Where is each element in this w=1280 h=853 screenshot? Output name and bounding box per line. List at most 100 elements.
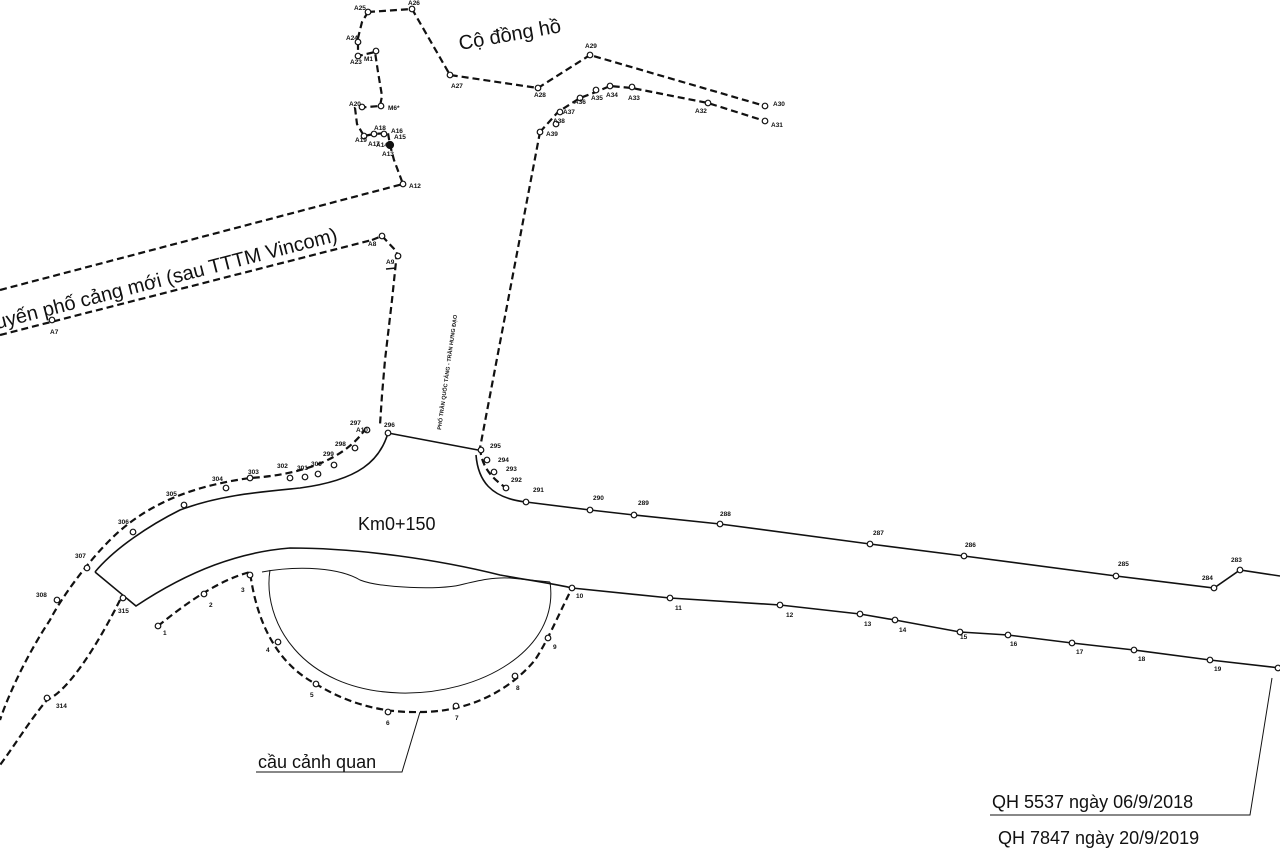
point-label: A34 bbox=[606, 92, 618, 99]
point-marker bbox=[576, 94, 584, 102]
point-marker bbox=[363, 426, 371, 434]
point-label: A28 bbox=[534, 92, 546, 99]
point-marker bbox=[380, 130, 388, 138]
point-label: 5 bbox=[310, 692, 314, 699]
point-label: 295 bbox=[490, 443, 501, 450]
point-label: 10 bbox=[576, 593, 584, 600]
boundary-east-road-edge bbox=[478, 131, 542, 449]
point-marker bbox=[1068, 639, 1076, 647]
point-marker bbox=[761, 102, 769, 110]
point-label: 300 bbox=[311, 461, 322, 468]
point-label: 301 bbox=[297, 465, 308, 472]
point-marker bbox=[222, 484, 230, 492]
point-marker bbox=[522, 498, 530, 506]
road-south-edge bbox=[571, 587, 1280, 669]
point-label: A13 bbox=[382, 151, 394, 158]
point-marker bbox=[606, 82, 614, 90]
boundary-co-dong-ho bbox=[367, 7, 766, 108]
point-marker bbox=[502, 484, 510, 492]
point-marker bbox=[129, 528, 137, 536]
point-marker bbox=[364, 8, 372, 16]
boundary-a25-a12 bbox=[353, 11, 405, 185]
point-marker bbox=[301, 473, 309, 481]
point-marker bbox=[312, 680, 320, 688]
point-marker bbox=[856, 610, 864, 618]
point-marker bbox=[48, 316, 56, 324]
point-label: 287 bbox=[873, 530, 884, 537]
point-marker bbox=[1236, 566, 1244, 574]
road-outline-crossing bbox=[387, 432, 479, 451]
point-label: 289 bbox=[638, 500, 649, 507]
point-label: 1 bbox=[163, 630, 167, 637]
point-label: 284 bbox=[1202, 575, 1213, 582]
point-marker bbox=[1206, 656, 1214, 664]
bridge-thin-top bbox=[261, 567, 551, 589]
point-label: 17 bbox=[1076, 649, 1084, 656]
label-co-dong-ho: Cộ đồng hồ bbox=[457, 15, 563, 55]
point-label: 315 bbox=[118, 608, 129, 615]
point-label: A35 bbox=[591, 95, 603, 102]
label-street-name: PHỐ TRẦN QUỐC TẢNG - TRẦN HƯNG ĐẠO bbox=[436, 314, 459, 431]
boundary-west-outer bbox=[0, 427, 367, 721]
point-labels: A25 A26 A24 A23 M1 A20 M6* A19 A18 A16 A… bbox=[36, 0, 1242, 727]
point-marker bbox=[377, 102, 385, 110]
point-label: A9 bbox=[386, 259, 395, 266]
point-marker bbox=[490, 468, 498, 476]
boundary-bridge-arc bbox=[157, 570, 573, 714]
point-marker bbox=[592, 86, 600, 94]
point-marker bbox=[372, 47, 380, 55]
point-label: 288 bbox=[720, 511, 731, 518]
point-label: 302 bbox=[277, 463, 288, 470]
point-label: A27 bbox=[451, 83, 463, 90]
qh-leader bbox=[990, 677, 1273, 816]
label-bridge: cầu cảnh quan bbox=[258, 752, 376, 772]
point-label: 292 bbox=[511, 477, 522, 484]
point-marker bbox=[891, 616, 899, 624]
point-marker bbox=[586, 506, 594, 514]
point-marker bbox=[761, 117, 769, 125]
point-label: 16 bbox=[1010, 641, 1018, 648]
point-marker bbox=[446, 71, 454, 79]
point-label: 11 bbox=[675, 605, 682, 612]
point-marker bbox=[354, 52, 362, 60]
point-label: 299 bbox=[323, 451, 334, 458]
point-label: 7 bbox=[455, 715, 459, 722]
point-marker bbox=[511, 672, 519, 680]
point-label: 286 bbox=[965, 542, 976, 549]
point-marker bbox=[314, 470, 322, 478]
point-marker bbox=[354, 38, 362, 46]
point-label: 19 bbox=[1214, 666, 1222, 673]
point-marker bbox=[384, 429, 392, 437]
road-north-edge bbox=[525, 501, 1280, 589]
point-label: 3 bbox=[241, 587, 245, 594]
point-label: A36 bbox=[574, 99, 586, 106]
point-marker bbox=[385, 140, 395, 150]
point-marker bbox=[568, 584, 576, 592]
boundary-west-inner bbox=[0, 599, 121, 766]
point-label: 12 bbox=[786, 612, 794, 619]
point-marker bbox=[43, 694, 51, 702]
point-marker bbox=[1112, 572, 1120, 580]
point-label: 314 bbox=[56, 703, 67, 710]
point-label: 4 bbox=[266, 647, 270, 654]
point-label: A37 bbox=[563, 109, 575, 116]
road-outline-east-curve bbox=[475, 454, 527, 503]
point-marker bbox=[534, 84, 542, 92]
point-marker bbox=[394, 252, 402, 260]
bridge-leader bbox=[256, 711, 421, 773]
point-marker bbox=[246, 571, 254, 579]
point-marker bbox=[1210, 584, 1218, 592]
boundary-a8-a10 bbox=[371, 234, 399, 426]
point-label: 293 bbox=[506, 466, 517, 473]
point-marker bbox=[452, 702, 460, 710]
point-label: A19 bbox=[355, 137, 367, 144]
point-marker bbox=[666, 594, 674, 602]
point-label: A26 bbox=[408, 0, 420, 7]
point-label: 298 bbox=[335, 441, 346, 448]
point-label: 297 bbox=[350, 420, 361, 427]
point-marker bbox=[1130, 646, 1138, 654]
point-label: A17 bbox=[368, 141, 380, 148]
label-chainage: Km0+150 bbox=[358, 514, 436, 534]
point-label: M6* bbox=[388, 105, 400, 112]
